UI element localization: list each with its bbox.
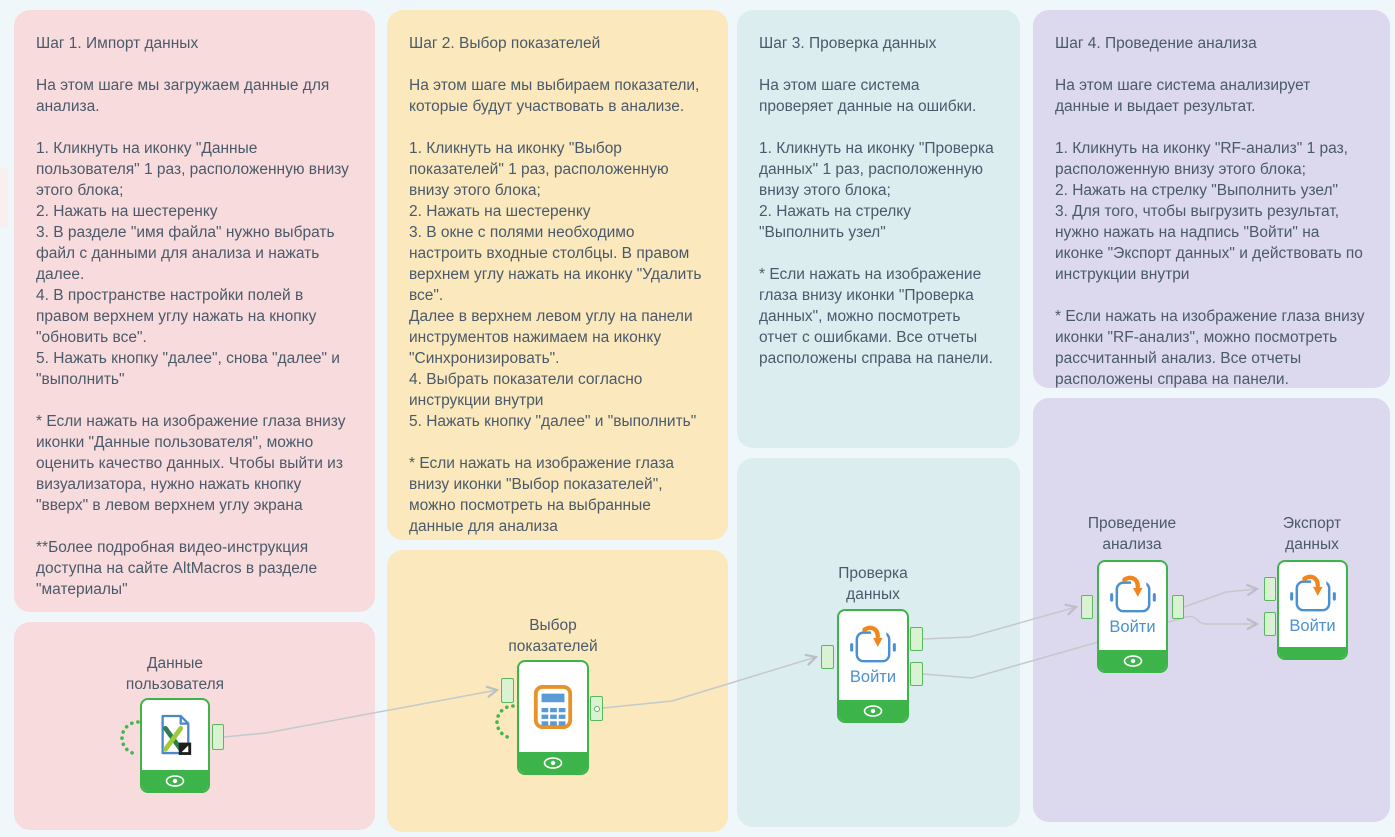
port-dot bbox=[593, 705, 600, 712]
wire-check-to-export bbox=[922, 615, 1257, 679]
data-check-enter-link[interactable]: Войти bbox=[849, 667, 897, 686]
step-3-title: Шаг 3. Проверка данных bbox=[759, 35, 937, 52]
node-label-data-check: Проверка данных bbox=[838, 565, 908, 603]
input-arc-userdata bbox=[120, 720, 140, 756]
indicator-selection-visualizer-button[interactable] bbox=[519, 752, 587, 773]
step-2-note: * Если нажать на изображение глаза внизу… bbox=[409, 455, 675, 535]
input-arc-selection bbox=[495, 704, 515, 740]
panel-step-1-instructions: Шаг 1. Импорт данных На этом шаге мы заг… bbox=[14, 10, 375, 612]
data-export-bottom-bar[interactable] bbox=[1279, 647, 1346, 658]
step-3-note: * Если нажать на изображение глаза внизу… bbox=[759, 266, 993, 367]
analysis-visualizer-button[interactable] bbox=[1099, 650, 1166, 671]
data-check-visualizer-button[interactable] bbox=[839, 700, 907, 721]
export-input-port-2[interactable] bbox=[1264, 612, 1276, 636]
node-label-analysis: Проведение анализа bbox=[1087, 515, 1177, 553]
panel-step-4-instructions: Шаг 4. Проведение анализа На этом шаге с… bbox=[1033, 10, 1390, 388]
eye-icon bbox=[165, 774, 185, 787]
step-4-title: Шаг 4. Проведение анализа bbox=[1055, 35, 1257, 52]
selection-output-port[interactable] bbox=[590, 696, 603, 721]
node-label-indicator-selection: Выбор показателей bbox=[508, 617, 598, 655]
step-4-note: * Если нажать на изображение глаза внизу… bbox=[1055, 308, 1365, 388]
step-2-intro: На этом шаге мы выбираем показатели, кот… bbox=[409, 77, 700, 115]
excel-file-icon bbox=[161, 714, 192, 755]
submacro-icon bbox=[1289, 574, 1336, 611]
node-data-check[interactable]: Войти bbox=[837, 609, 909, 723]
step-1-intro: На этом шаге мы загружаем данные для ана… bbox=[36, 77, 330, 115]
eye-icon bbox=[543, 756, 563, 769]
analysis-enter-link[interactable]: Войти bbox=[1109, 618, 1156, 636]
check-output-port-2[interactable] bbox=[910, 662, 923, 686]
wire-check-to-analysis bbox=[922, 607, 1076, 640]
panel-step-2-instructions: Шаг 2. Выбор показателей На этом шаге мы… bbox=[387, 10, 728, 540]
wire-selection-to-check bbox=[602, 657, 816, 709]
step-1-note: * Если нажать на изображение глаза внизу… bbox=[36, 413, 346, 514]
left-edge-tab[interactable] bbox=[0, 168, 8, 228]
submacro-icon bbox=[850, 625, 896, 662]
analysis-output-port[interactable] bbox=[1172, 595, 1184, 619]
node-label-data-export: Экспорт данных bbox=[1282, 515, 1342, 553]
userdata-output-port[interactable] bbox=[212, 724, 224, 750]
data-export-enter-link[interactable]: Войти bbox=[1289, 616, 1336, 635]
step-3-steps: 1. Кликнуть на иконку "Проверка данных" … bbox=[759, 140, 994, 241]
step-1-footnote: **Более подробная видео-инструкция досту… bbox=[36, 539, 318, 598]
wire-analysis-to-export bbox=[1183, 589, 1257, 608]
node-label-user-data: Данные пользователя bbox=[125, 655, 225, 693]
step-4-steps: 1. Кликнуть на иконку "RF-анализ" 1 раз,… bbox=[1055, 140, 1363, 283]
submacro-icon bbox=[1109, 575, 1156, 613]
step-1-title: Шаг 1. Импорт данных bbox=[36, 35, 199, 52]
eye-icon bbox=[1123, 654, 1142, 667]
analysis-input-port[interactable] bbox=[1081, 595, 1093, 619]
node-data-export[interactable]: Войти bbox=[1277, 560, 1348, 660]
eye-icon bbox=[863, 704, 883, 717]
selection-input-port[interactable] bbox=[501, 678, 514, 703]
wire-userdata-to-selection bbox=[223, 690, 497, 738]
step-1-steps: 1. Кликнуть на иконку "Данные пользовате… bbox=[36, 140, 349, 388]
step-4-intro: На этом шаге система анализирует данные … bbox=[1055, 77, 1311, 115]
check-output-port-1[interactable] bbox=[910, 627, 923, 651]
export-input-port-1[interactable] bbox=[1264, 577, 1276, 601]
step-2-steps: 1. Кликнуть на иконку "Выбор показателей… bbox=[409, 140, 702, 430]
step-3-intro: На этом шаге система проверяет данные на… bbox=[759, 77, 977, 115]
user-data-visualizer-button[interactable] bbox=[142, 770, 208, 791]
calculator-icon bbox=[533, 685, 573, 729]
node-indicator-selection[interactable] bbox=[517, 660, 589, 775]
step-2-title: Шаг 2. Выбор показателей bbox=[409, 35, 601, 52]
node-analysis[interactable]: Войти bbox=[1097, 560, 1168, 673]
check-input-port[interactable] bbox=[821, 645, 834, 669]
node-user-data[interactable] bbox=[140, 698, 210, 793]
panel-step-3-instructions: Шаг 3. Проверка данных На этом шаге сист… bbox=[737, 10, 1020, 448]
